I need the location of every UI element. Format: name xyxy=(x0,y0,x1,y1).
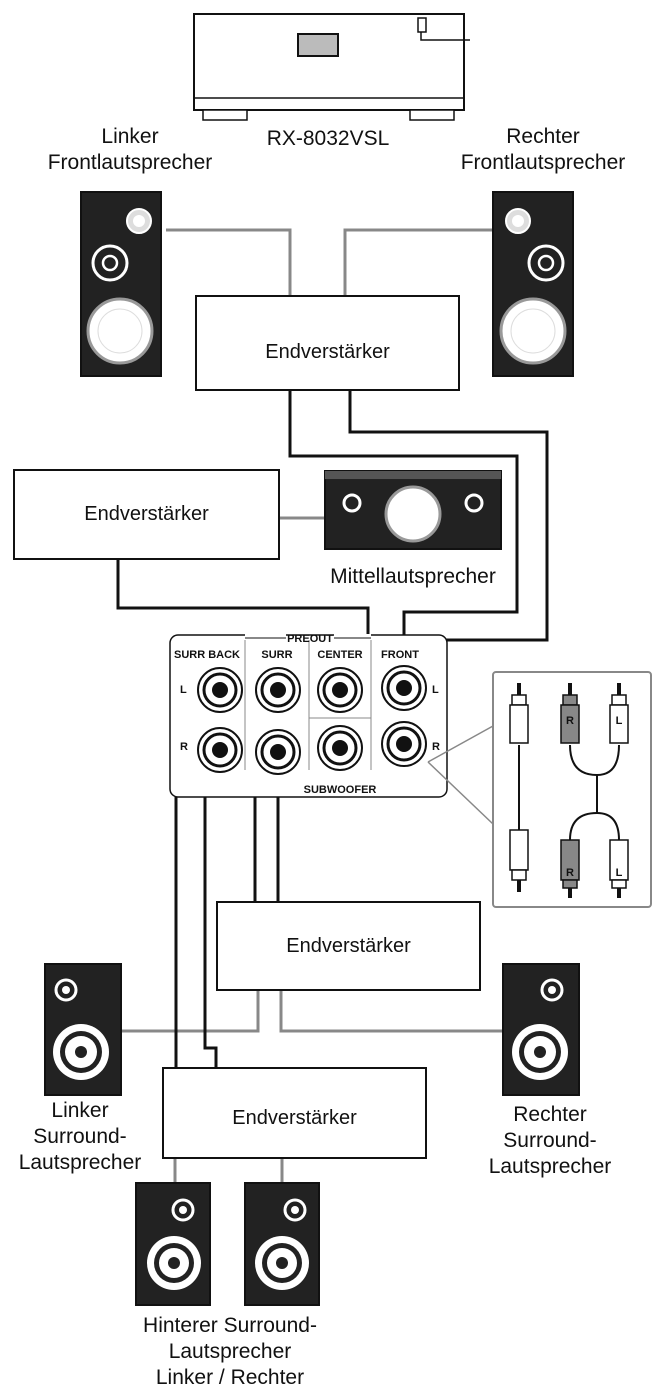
surround-back-line-1: Hinterer Surround- xyxy=(143,1314,317,1337)
surround-left-line-3: Lautsprecher xyxy=(18,1151,142,1174)
jack-surr-back-l[interactable] xyxy=(197,667,243,713)
surround-back-amplifier-box xyxy=(162,1067,427,1159)
rca-plug-top-r: R xyxy=(560,683,580,744)
surround-right-speaker xyxy=(502,963,580,1096)
rca-bottom-r-label: R xyxy=(566,867,574,879)
col-center: CENTER xyxy=(317,649,362,661)
surround-amplifier-box xyxy=(216,901,481,991)
front-left-line-2: Frontlautsprecher xyxy=(47,151,213,174)
rca-top-l-label: L xyxy=(616,715,623,727)
surround-back-line-3: Linker / Rechter xyxy=(155,1366,305,1389)
panel-left-r: R xyxy=(180,741,188,753)
panel-right-l: L xyxy=(432,684,439,696)
surround-back-right-speaker xyxy=(244,1182,320,1306)
center-amplifier-box xyxy=(13,469,280,560)
front-right-speaker-label: Rechter Frontlautsprecher xyxy=(433,124,653,176)
jack-subwoofer[interactable] xyxy=(317,725,363,771)
receiver-model-label: RX-8032VSL xyxy=(266,127,390,150)
col-front: FRONT xyxy=(381,649,419,661)
surround-right-line-1: Rechter xyxy=(513,1103,587,1126)
rca-plug-top-l: L xyxy=(609,683,629,744)
front-amplifier-box xyxy=(195,295,460,391)
rca-plug-bottom-r: R xyxy=(560,839,580,898)
jack-surr-back-r[interactable] xyxy=(197,727,243,773)
rca-plug-bottom-mono xyxy=(509,829,529,892)
jack-center[interactable] xyxy=(317,667,363,713)
panel-left-l: L xyxy=(180,684,187,696)
front-left-speaker-label: Linker Frontlautsprecher xyxy=(20,124,240,176)
surround-left-line-1: Linker xyxy=(51,1099,109,1122)
preout-panel: PREOUT SURR BACK SURR CENTER FRONT L R L… xyxy=(169,633,448,798)
surround-left-line-2: Surround- xyxy=(33,1125,127,1148)
center-speaker xyxy=(324,470,502,550)
jack-front-r[interactable] xyxy=(381,721,427,767)
subwoofer-label: SUBWOOFER xyxy=(304,784,377,796)
rca-plug-top-mono xyxy=(509,683,529,744)
rca-top-r-label: R xyxy=(566,715,574,727)
rca-cable-detail: R L R L xyxy=(427,671,652,908)
front-amplifier-label: Endverstärker xyxy=(265,341,390,363)
surround-right-line-3: Lautsprecher xyxy=(488,1155,612,1178)
surround-back-left-speaker xyxy=(135,1182,211,1306)
surround-back-line-2: Lautsprecher xyxy=(168,1340,292,1363)
receiver-illustration xyxy=(193,13,470,121)
jack-surr-r[interactable] xyxy=(255,729,301,775)
rca-bottom-l-label: L xyxy=(616,867,623,879)
surround-left-speaker-label: Linker Surround- Lautsprecher xyxy=(0,1098,160,1176)
col-surr-back: SURR BACK xyxy=(174,649,240,661)
speaker-wires xyxy=(121,228,503,1183)
front-right-line-1: Rechter xyxy=(506,125,580,148)
front-left-line-1: Linker xyxy=(101,125,159,148)
front-right-speaker xyxy=(492,191,574,377)
panel-right-r: R xyxy=(432,741,440,753)
preout-title: PREOUT xyxy=(287,633,333,645)
surround-back-speaker-label: Hinterer Surround- Lautsprecher Linker /… xyxy=(110,1313,350,1391)
surround-right-speaker-label: Rechter Surround- Lautsprecher xyxy=(470,1102,630,1180)
surround-amplifier-label: Endverstärker xyxy=(286,935,411,957)
rca-plug-bottom-l: L xyxy=(609,839,629,898)
center-speaker-label: Mittellautsprecher xyxy=(330,565,496,588)
center-amplifier-label: Endverstärker xyxy=(84,503,209,525)
front-right-line-2: Frontlautsprecher xyxy=(460,151,626,174)
surround-left-speaker xyxy=(44,963,122,1096)
surround-right-line-2: Surround- xyxy=(503,1129,597,1152)
jack-surr-l[interactable] xyxy=(255,667,301,713)
front-left-speaker xyxy=(80,191,162,377)
jack-front-l[interactable] xyxy=(381,665,427,711)
col-surr: SURR xyxy=(261,649,292,661)
surround-back-amplifier-label: Endverstärker xyxy=(232,1107,357,1129)
